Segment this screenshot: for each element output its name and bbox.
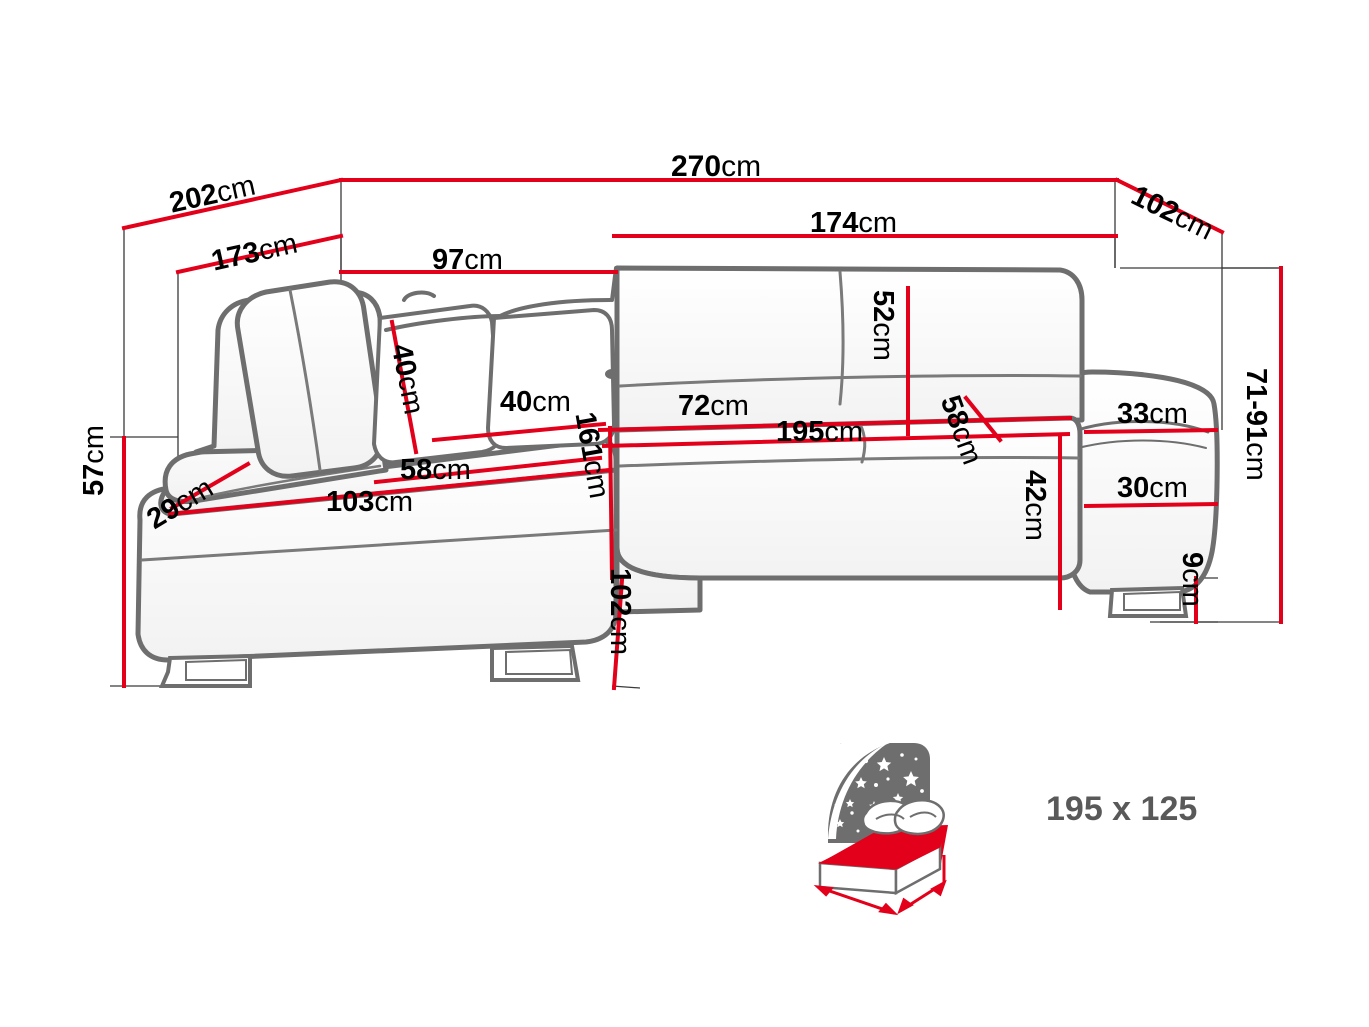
measure-103 (167, 467, 613, 517)
measure-40-right (431, 421, 607, 443)
dim-label-33: 33cm (1117, 398, 1188, 430)
dim-label-58-left: 58cm (400, 454, 471, 486)
dim-label-71-91: 71-91cm (1240, 368, 1272, 481)
measure-58-left (373, 455, 603, 485)
measure-29 (169, 461, 251, 511)
measure-40-left (389, 319, 419, 455)
dim-label-57: 57cm (78, 425, 110, 496)
measure-102-chaise (611, 577, 625, 691)
dim-label-9: 9cm (1176, 552, 1208, 607)
dim-label-270: 270cm (671, 150, 762, 183)
dim-label-174: 174cm (810, 207, 898, 239)
sleeping-function-bed-icon (813, 743, 948, 916)
bed-body (818, 798, 948, 896)
measure-30 (1083, 501, 1219, 509)
dim-label-103: 103cm (326, 486, 414, 518)
dim-label-42: 42cm (1019, 470, 1051, 541)
sofa-feet (158, 585, 1189, 688)
measure-102-top (1114, 177, 1225, 235)
bed-size-label: 195 x 125 (1046, 790, 1198, 828)
measure-33 (1083, 427, 1219, 435)
measure-72 (597, 415, 1073, 433)
dim-label-102-chaise: 102cm (604, 568, 636, 656)
measure-202 (121, 177, 344, 231)
dim-label-97: 97cm (432, 244, 503, 276)
sofa-outline (135, 265, 1220, 663)
measure-58-right (963, 395, 1003, 443)
measure-lines (121, 177, 1283, 691)
measure-161 (607, 425, 615, 581)
measure-173 (175, 233, 344, 275)
measure-195 (601, 431, 1071, 449)
bed-measure-arrows (813, 855, 947, 916)
dim-label-40-right: 40cm (500, 386, 571, 418)
dim-label-195: 195cm (776, 416, 864, 448)
dim-label-30: 30cm (1117, 472, 1188, 504)
dim-label-52: 52cm (867, 290, 899, 361)
dim-label-72: 72cm (678, 390, 749, 422)
